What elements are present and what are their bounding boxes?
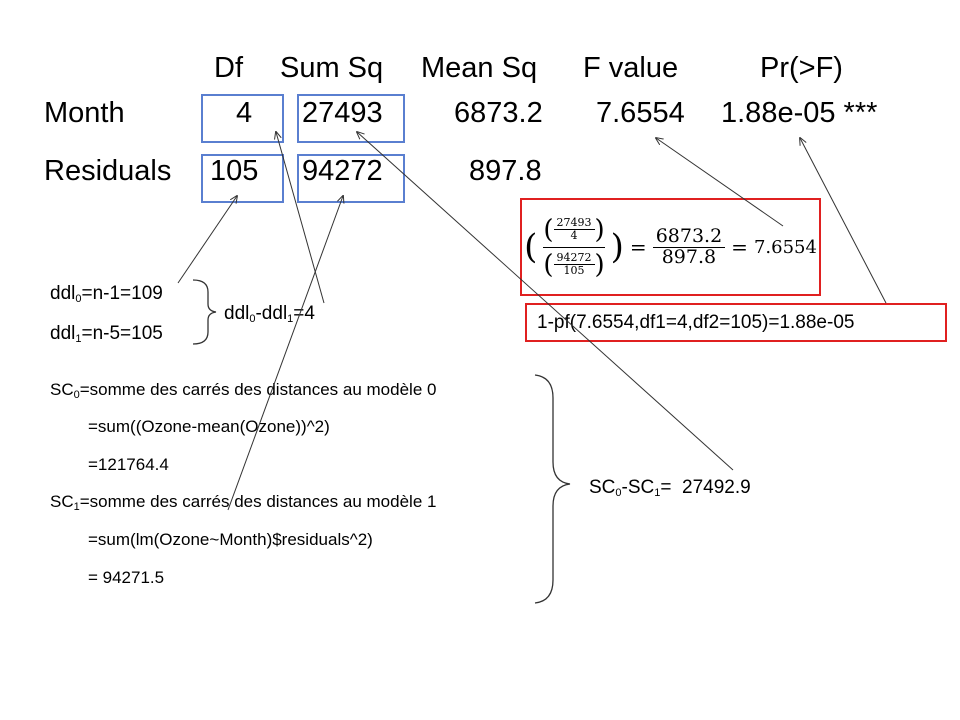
sc1-formula: =sum(lm(Ozone~Month)$residuals^2) <box>88 530 373 549</box>
sc1-definition: SC1=somme des carrés des distances au mo… <box>50 492 437 513</box>
f-den-num: 94272 <box>553 252 595 265</box>
f-mid-num: 6873.2 <box>652 226 726 248</box>
residuals-df: 105 <box>210 155 259 187</box>
header-pr: Pr(>F) <box>760 52 843 84</box>
f-num-den: 4 <box>570 229 578 242</box>
pf-formula-box: 1-pf(7.6554,df1=4,df2=105)=1.88e-05 <box>525 303 947 342</box>
ddl0-text: ddl0=n-1=109 <box>50 283 163 305</box>
sc0-value: =121764.4 <box>88 455 169 474</box>
residuals-mean-sq: 897.8 <box>469 155 542 187</box>
f-eq2: = <box>731 235 748 259</box>
arrow-pf-to-pr <box>800 138 887 304</box>
f-num-num: 27493 <box>553 217 595 230</box>
residuals-sum-sq: 94272 <box>302 155 383 187</box>
f-result: 7.6554 <box>753 236 817 258</box>
sc1-value: = 94271.5 <box>88 568 165 587</box>
f-den-den: 105 <box>563 264 585 277</box>
arrow-ddl-diff-to-month-df <box>276 132 325 304</box>
header-f-value: F value <box>583 52 679 84</box>
residuals-df-box <box>201 154 284 203</box>
residuals-sumsq-box <box>297 154 405 203</box>
row-label-month: Month <box>44 97 125 129</box>
month-mean-sq: 6873.2 <box>454 97 543 129</box>
ddl1-text: ddl1=n-5=105 <box>50 323 163 345</box>
month-f-value: 7.6554 <box>596 97 685 129</box>
arrow-ddl0-to-residuals-df <box>177 196 237 284</box>
month-df: 4 <box>236 97 253 129</box>
sc-brace <box>534 374 571 604</box>
pf-formula-text: 1-pf(7.6554,df1=4,df2=105)=1.88e-05 <box>537 311 855 333</box>
month-sumsq-box <box>297 94 405 143</box>
header-sum-sq: Sum Sq <box>280 52 384 84</box>
ddl-brace <box>192 279 217 345</box>
f-mid-den: 897.8 <box>661 245 717 268</box>
sc-diff-text: SC0-SC1= 27492.9 <box>589 477 751 499</box>
arrow-sc1-to-residuals-sumsq <box>227 196 343 511</box>
f-eq1: = <box>629 235 647 259</box>
header-df: Df <box>214 52 243 84</box>
arrow-fformula-to-fvalue <box>656 138 784 227</box>
sc0-definition: SC0=somme des carrés des distances au mo… <box>50 380 437 401</box>
header-mean-sq: Mean Sq <box>421 52 538 84</box>
month-df-box <box>201 94 284 143</box>
arrow-scdiff-to-month-sumsq <box>357 132 734 471</box>
sc0-formula: =sum((Ozone-mean(Ozone))^2) <box>88 417 330 436</box>
month-sum-sq: 27493 <box>302 97 383 129</box>
row-label-residuals: Residuals <box>44 155 172 187</box>
ddl-diff-text: ddl0-ddl1=4 <box>224 303 315 325</box>
month-pr: 1.88e-05 *** <box>721 97 878 129</box>
